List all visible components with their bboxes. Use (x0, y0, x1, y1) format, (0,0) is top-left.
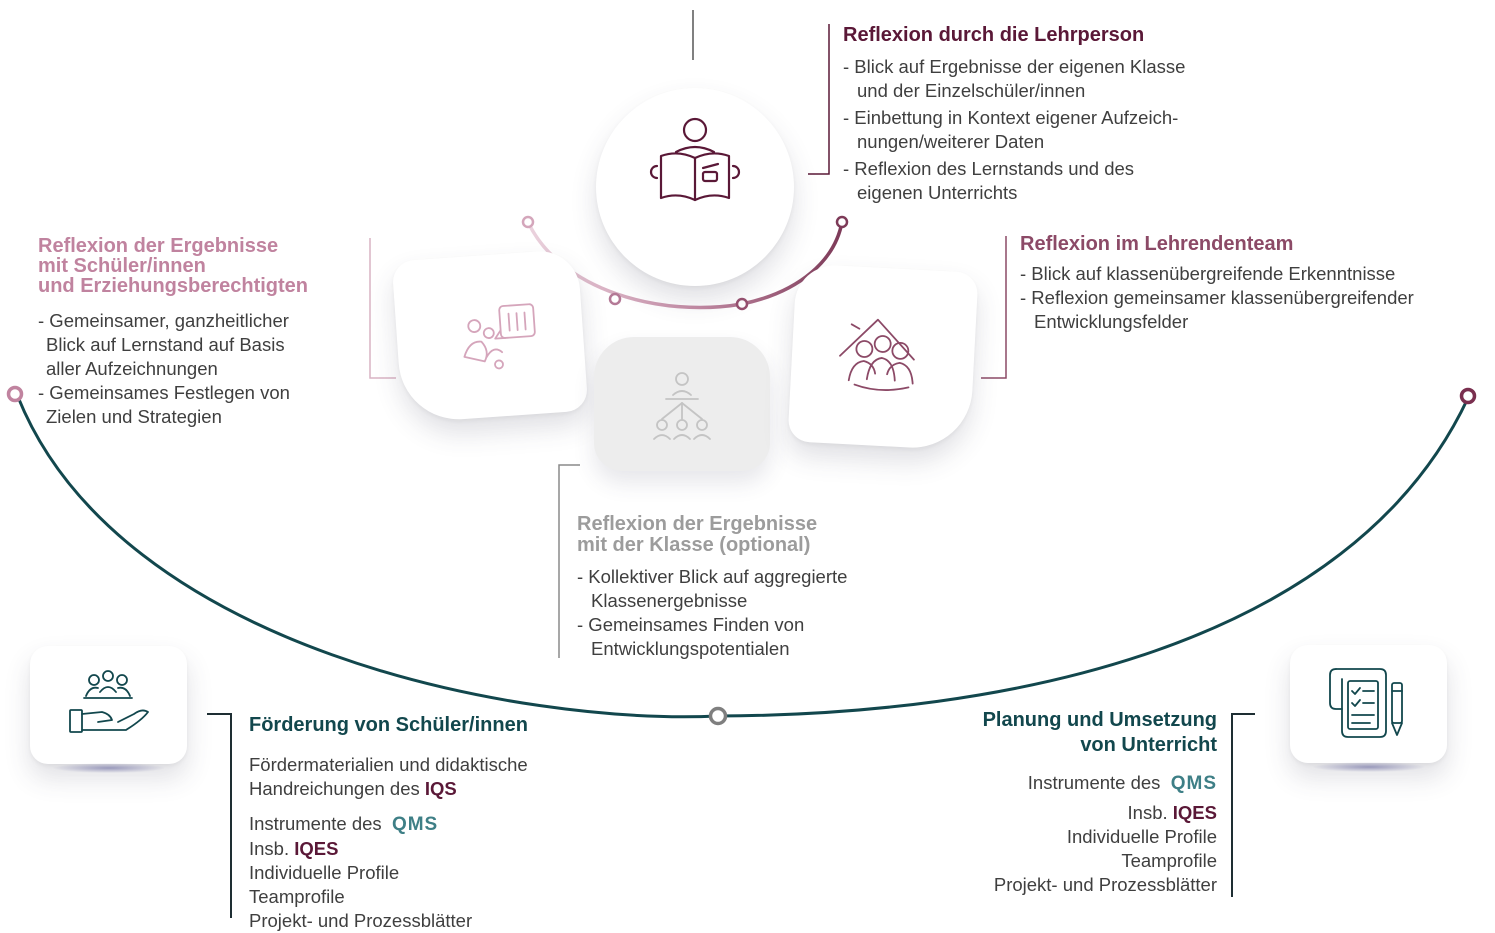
conversation-icon (463, 303, 536, 370)
class-text: Reflexion der Ergebnisse mit der Klasse … (577, 514, 937, 661)
arc-node-bottom (708, 706, 728, 726)
students-parents-text: Reflexion der Ergebnisse mit Schüler/inn… (38, 236, 378, 429)
checklist-pen-icon (1329, 668, 1403, 738)
foerderung-tile (30, 646, 187, 764)
list-item: - Blick auf klassenübergreifende Erkennt… (1020, 263, 1396, 284)
planung-instruments: Instrumente des QMS (1027, 772, 1217, 794)
teacher-text: Reflexion durch die Lehrperson - Blick a… (843, 24, 1283, 205)
planung-tile (1290, 645, 1447, 763)
class-hierarchy-icon (653, 372, 711, 440)
qms-logo: QMS (1170, 773, 1217, 794)
planung-list: Insb. IQES Individuelle Profile Teamprof… (993, 802, 1217, 895)
foerderung-materials: Fördermaterialien und didaktische Handre… (249, 754, 528, 799)
arc-node-right (1459, 387, 1477, 405)
team-title: Reflexion im Lehrendenteam (1020, 233, 1294, 255)
list-item: - Einbettung in Kontext eigener Aufzeich… (843, 107, 1179, 152)
students-parents-tile (391, 248, 589, 424)
students-parents-title: Reflexion der Ergebnisse mit Schüler/inn… (38, 235, 309, 297)
class-tile (594, 337, 770, 471)
planung-title: Planung und Umsetzung von Unterricht (982, 709, 1217, 756)
qms-logo: QMS (391, 814, 439, 835)
teacher-tile (596, 88, 794, 286)
list-item: - Reflexion gemeinsamer klassenübergreif… (1020, 287, 1414, 332)
team-house-icon (839, 318, 915, 391)
hand-group-icon (69, 670, 149, 733)
foerderung-instruments: Instrumente des QMS Insb. IQES Individue… (249, 813, 473, 931)
reading-teacher-icon (649, 117, 741, 202)
planung-text: Planung und Umsetzung von Unterricht Ins… (880, 708, 1217, 897)
list-item: - Gemeinsamer, ganzheitlicher Blick auf … (38, 310, 289, 379)
foerderung-title: Förderung von Schüler/innen (249, 714, 528, 736)
list-item: - Gemeinsames Festlegen von Zielen und S… (38, 382, 290, 427)
foerderung-text: Förderung von Schüler/innen Fördermateri… (249, 714, 649, 933)
team-text: Reflexion im Lehrendenteam - Blick auf k… (1020, 233, 1490, 334)
class-title: Reflexion der Ergebnisse mit der Klasse … (577, 513, 818, 556)
team-tile (787, 263, 979, 451)
list-item: - Blick auf Ergebnisse der eigenen Klass… (843, 56, 1186, 101)
teacher-title: Reflexion durch die Lehrperson (843, 24, 1145, 46)
arc-node-left (6, 385, 24, 403)
